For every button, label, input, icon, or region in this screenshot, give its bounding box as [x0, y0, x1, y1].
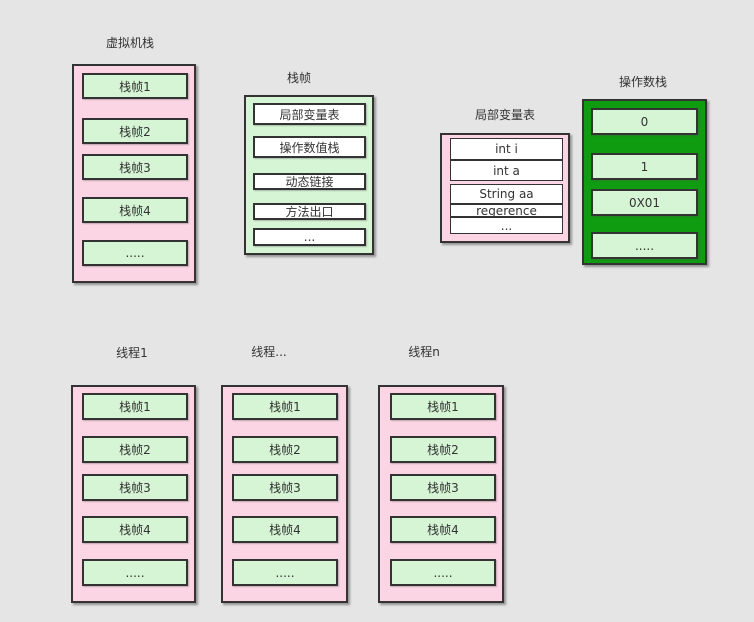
- vm-stack-frame-box: 栈帧4: [82, 197, 188, 223]
- thread-n-stack-frame-box: 栈帧3: [390, 474, 496, 501]
- thread-dots-stack-frame-box: 栈帧4: [232, 516, 338, 543]
- thread-n-stack-container: 栈帧1 栈帧2 栈帧3 栈帧4 .....: [378, 385, 504, 603]
- dynamic-link-box: 动态链接: [253, 173, 366, 190]
- vm-stack-frame-box: 栈帧3: [82, 154, 188, 180]
- thread-n-label: 线程n: [408, 345, 440, 359]
- operand-stack-label: 操作数栈: [618, 75, 668, 89]
- thread1-stack-frame-box: 栈帧2: [82, 436, 188, 463]
- thread-n-stack-frame-box: 栈帧4: [390, 516, 496, 543]
- local-var-row: int a: [450, 160, 563, 181]
- vm-stack-container: 栈帧1 栈帧2 栈帧3 栈帧4 .....: [72, 64, 196, 283]
- local-var-table-box: 局部变量表: [253, 103, 366, 125]
- thread-dots-label: 线程...: [251, 345, 287, 359]
- local-var-table-container: int i int a String aa regerence ...: [440, 133, 570, 243]
- local-var-row: ...: [450, 217, 563, 234]
- thread1-stack-container: 栈帧1 栈帧2 栈帧3 栈帧4 .....: [71, 385, 196, 603]
- operand-value-box: 1: [591, 153, 698, 180]
- stack-frame-container: 局部变量表 操作数值栈 动态链接 方法出口 ...: [244, 95, 374, 255]
- thread-n-stack-frame-box: 栈帧1: [390, 393, 496, 420]
- vm-stack-frame-box: 栈帧1: [82, 73, 188, 99]
- vm-stack-label: 虚拟机栈: [105, 36, 155, 50]
- thread-dots-stack-frame-box: 栈帧3: [232, 474, 338, 501]
- thread-dots-stack-container: 栈帧1 栈帧2 栈帧3 栈帧4 .....: [221, 385, 348, 603]
- thread1-stack-frame-box: 栈帧1: [82, 393, 188, 420]
- operand-value-box: .....: [591, 232, 698, 259]
- thread-n-stack-frame-box: .....: [390, 559, 496, 586]
- local-var-row: String aa: [450, 184, 563, 204]
- thread-n-stack-frame-box: 栈帧2: [390, 436, 496, 463]
- thread-dots-stack-frame-box: 栈帧2: [232, 436, 338, 463]
- thread-dots-stack-frame-box: 栈帧1: [232, 393, 338, 420]
- operand-stack-container: 0 1 0X01 .....: [582, 99, 707, 265]
- local-var-table-label: 局部变量表: [474, 108, 536, 122]
- operand-value-box: 0X01: [591, 189, 698, 216]
- vm-stack-frame-box: .....: [82, 240, 188, 266]
- method-exit-box: 方法出口: [253, 203, 366, 220]
- thread1-stack-frame-box: 栈帧4: [82, 516, 188, 543]
- vm-stack-frame-box: 栈帧2: [82, 118, 188, 144]
- thread1-stack-frame-box: 栈帧3: [82, 474, 188, 501]
- local-var-row: int i: [450, 138, 563, 160]
- operand-stack-box: 操作数值栈: [253, 136, 366, 158]
- thread1-stack-frame-box: .....: [82, 559, 188, 586]
- thread-dots-stack-frame-box: .....: [232, 559, 338, 586]
- stack-frame-label: 栈帧: [286, 71, 312, 85]
- operand-value-box: 0: [591, 108, 698, 135]
- ellipsis-box: ...: [253, 228, 366, 246]
- local-var-row: regerence: [450, 204, 563, 217]
- thread1-label: 线程1: [116, 346, 148, 360]
